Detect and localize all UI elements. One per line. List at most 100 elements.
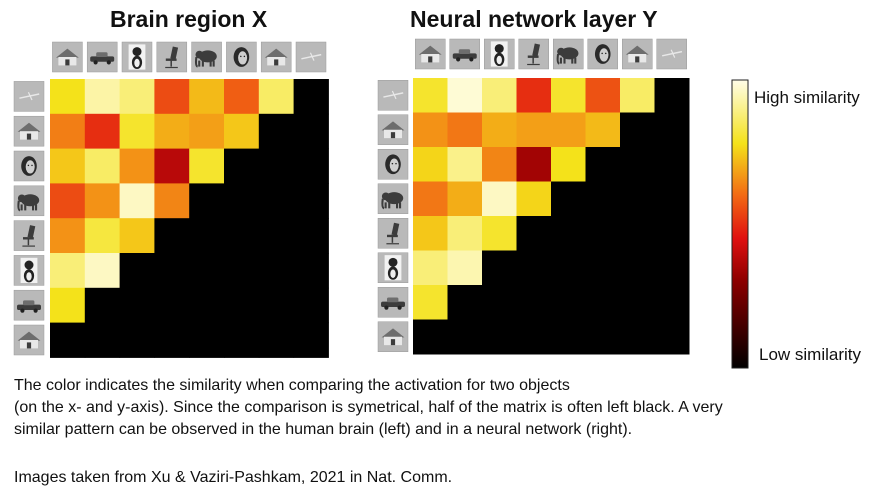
house-icon bbox=[622, 38, 653, 70]
heatmap-cell bbox=[84, 183, 121, 219]
house-icon bbox=[13, 115, 45, 147]
chair-icon bbox=[156, 41, 188, 73]
caption-line-3: similar pattern can be observed in the h… bbox=[14, 421, 633, 438]
cat-icon bbox=[377, 252, 409, 283]
heatmap-cell bbox=[50, 253, 86, 289]
plane-icon bbox=[656, 38, 687, 70]
neural-network-title: Neural network layer Y bbox=[410, 6, 658, 32]
house-icon bbox=[52, 41, 83, 73]
chair-icon bbox=[13, 220, 45, 251]
heatmap-cell bbox=[482, 285, 517, 320]
heatmap-cell bbox=[119, 113, 155, 150]
heatmap-cell bbox=[654, 112, 690, 148]
heatmap-cell bbox=[482, 250, 517, 286]
heatmap-cell bbox=[620, 147, 655, 182]
colorbar-high-label: High similarity bbox=[754, 88, 860, 107]
elephant-icon bbox=[553, 38, 584, 70]
heatmap-cell bbox=[224, 183, 260, 219]
heatmap-cell bbox=[654, 319, 690, 355]
heatmap-cell bbox=[258, 148, 295, 184]
heatmap-cell bbox=[516, 319, 552, 355]
object-icons-brain bbox=[13, 41, 327, 356]
heatmap-cell bbox=[482, 78, 517, 113]
heatmap-cell bbox=[50, 183, 86, 219]
caption-line-2: (on the x- and y-axis). Since the compar… bbox=[14, 399, 723, 416]
heatmap-cell bbox=[224, 218, 260, 254]
brain-region-title: Brain region X bbox=[110, 6, 268, 32]
heatmap-cell bbox=[654, 78, 690, 113]
heatmap-cell bbox=[620, 181, 655, 217]
heatmap-cell bbox=[84, 253, 121, 289]
heatmap-cell bbox=[551, 147, 586, 182]
heatmap-cell bbox=[447, 216, 483, 251]
heatmap-cell bbox=[620, 112, 655, 148]
heatmap-cell bbox=[551, 78, 586, 113]
heatmap-cell bbox=[413, 78, 448, 113]
source-note: Images taken from Xu & Vaziri-Pashkam, 2… bbox=[14, 469, 453, 486]
heatmap-cell bbox=[154, 253, 190, 289]
heatmap-cell bbox=[154, 287, 190, 324]
heatmap-cell bbox=[293, 253, 329, 289]
heatmap-cell bbox=[482, 147, 517, 182]
face-icon bbox=[13, 150, 45, 182]
heatmap-cell bbox=[447, 78, 483, 113]
heatmap-cell bbox=[413, 216, 448, 251]
heatmap-cell bbox=[585, 250, 621, 286]
heatmap-cell bbox=[189, 183, 225, 219]
heatmap-cell bbox=[585, 147, 621, 182]
heatmap-cell bbox=[516, 216, 552, 251]
heatmap-brain-region bbox=[50, 79, 329, 358]
heatmap-cell bbox=[620, 78, 655, 113]
heatmap-cell bbox=[551, 319, 586, 355]
heatmap-cell bbox=[447, 112, 483, 148]
heatmap-cell bbox=[258, 253, 295, 289]
caption-line-1: The color indicates the similarity when … bbox=[14, 377, 570, 394]
heatmap-cell bbox=[50, 148, 86, 184]
heatmap-cell bbox=[224, 287, 260, 324]
heatmap-cell bbox=[189, 287, 225, 324]
heatmap-cell bbox=[154, 322, 190, 358]
heatmap-cell bbox=[413, 319, 448, 355]
heatmap-cell bbox=[551, 112, 586, 148]
heatmap-cell bbox=[293, 79, 329, 115]
heatmap-cell bbox=[516, 181, 552, 217]
heatmap-cell bbox=[293, 183, 329, 219]
heatmap-cell bbox=[84, 287, 121, 324]
heatmap-cell bbox=[50, 79, 86, 115]
heatmap-cell bbox=[189, 253, 225, 289]
house-icon bbox=[415, 38, 446, 70]
plane-icon bbox=[377, 80, 409, 111]
heatmap-cell bbox=[84, 148, 121, 184]
heatmap-cell bbox=[447, 250, 483, 286]
heatmap-cell bbox=[482, 319, 517, 355]
heatmap-cell bbox=[585, 181, 621, 217]
heatmap-cell bbox=[224, 113, 260, 150]
heatmap-cell bbox=[551, 216, 586, 251]
elephant-icon bbox=[377, 183, 409, 214]
heatmap-cell bbox=[413, 250, 448, 286]
heatmap-cell bbox=[154, 148, 190, 184]
house-icon bbox=[13, 324, 45, 356]
heatmap-cell bbox=[516, 285, 552, 320]
heatmap-neural-network bbox=[413, 78, 690, 355]
heatmap-cell bbox=[516, 147, 552, 182]
plane-icon bbox=[13, 81, 45, 112]
house-icon bbox=[377, 114, 409, 145]
heatmap-cell bbox=[258, 322, 295, 358]
heatmap-cell bbox=[50, 218, 86, 254]
heatmap-cell bbox=[551, 181, 586, 217]
heatmap-cell bbox=[189, 218, 225, 254]
chair-icon bbox=[377, 218, 409, 249]
heatmap-cell bbox=[516, 250, 552, 286]
heatmap-cell bbox=[84, 322, 121, 358]
heatmap-cell bbox=[119, 148, 155, 184]
heatmap-cell bbox=[654, 250, 690, 286]
heatmap-cell bbox=[413, 181, 448, 217]
heatmap-cell bbox=[84, 218, 121, 254]
heatmap-cell bbox=[482, 112, 517, 148]
heatmap-cell bbox=[84, 113, 121, 150]
car-icon bbox=[86, 41, 118, 73]
heatmap-cell bbox=[551, 250, 586, 286]
heatmap-cell bbox=[119, 79, 155, 115]
cat-icon bbox=[121, 41, 153, 73]
